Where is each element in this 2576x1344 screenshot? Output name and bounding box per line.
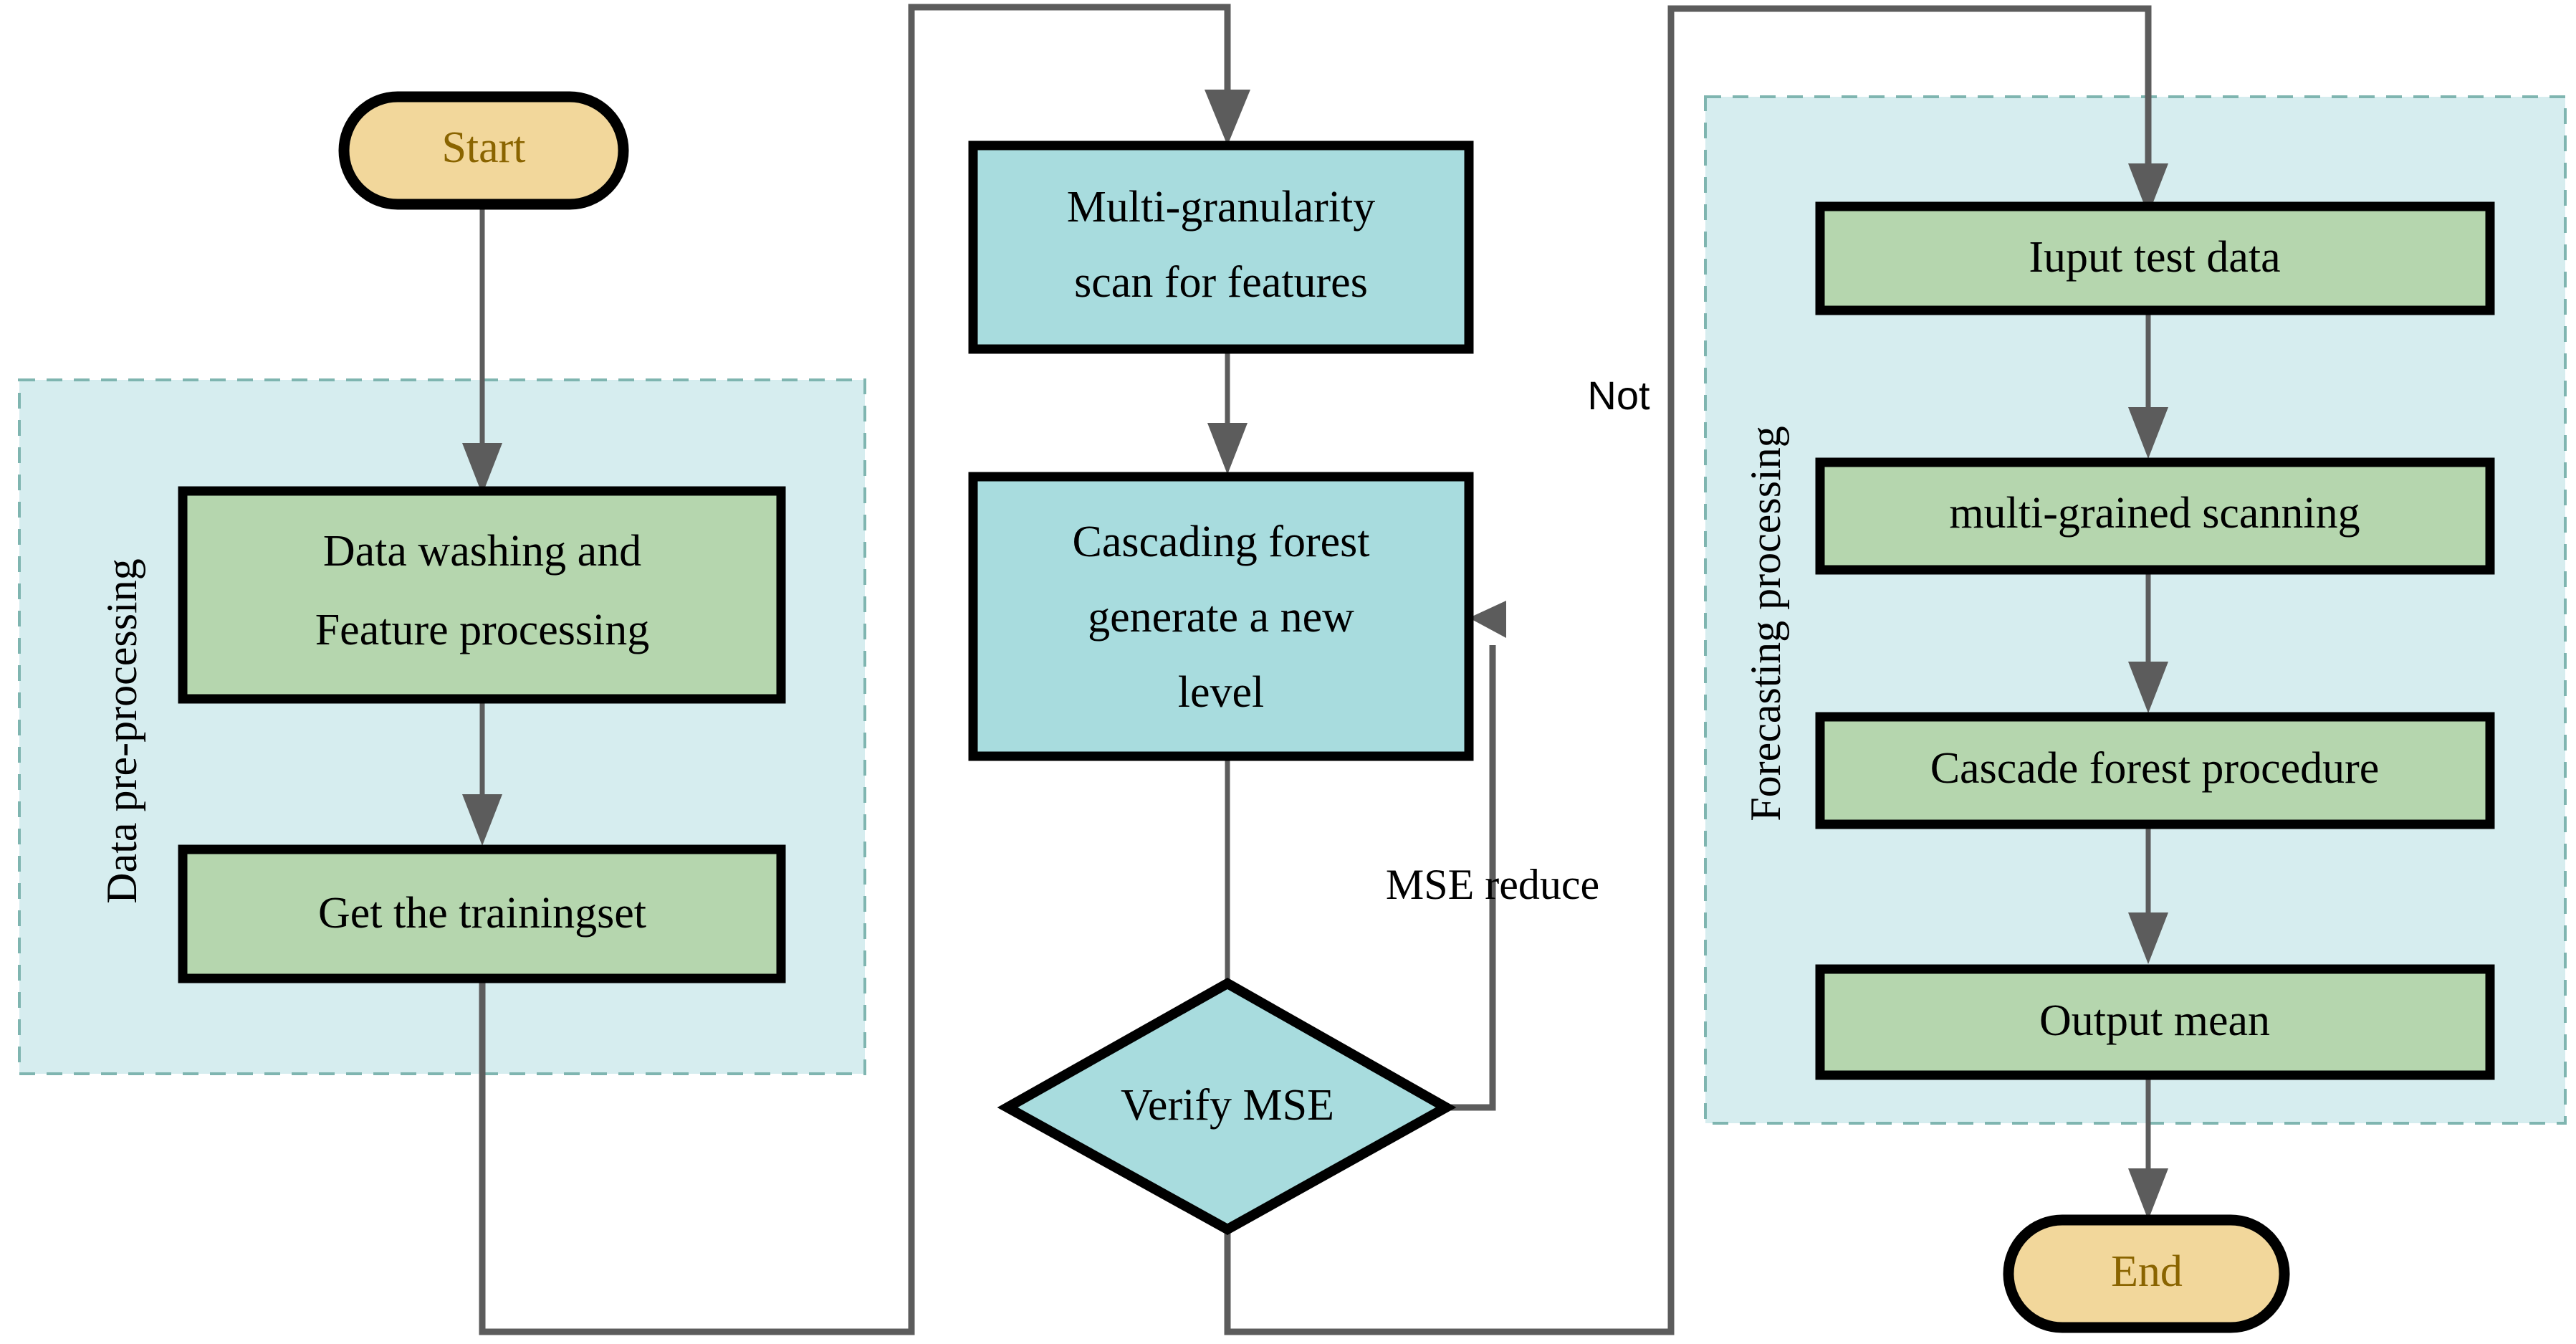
node-start-label: Start [441,123,525,172]
node-output-mean-label: Output mean [2039,996,2270,1045]
node-data-washing-label-line2: Feature processing [315,606,650,654]
edge-label-mse-reduce: MSE reduce [1386,861,1599,908]
node-verify-mse-shape[interactable] [997,977,1457,1236]
node-cascading-forest-shape[interactable] [968,472,1474,761]
edge-start-to-data-washing [462,204,502,495]
node-cascade-forest-procedure-shape[interactable] [1815,712,2495,829]
group-data-pre-processing-label: Data pre-processing [98,558,145,903]
node-end-label: End [2111,1247,2183,1296]
node-data-washing[interactable]: Data washing and Feature processing [178,486,786,704]
edge-verify-mse-reduce-loop [1447,601,1506,1111]
node-multi-granularity[interactable]: Multi-granularity scan for features [968,140,1474,354]
node-verify-mse[interactable]: Verify MSE [997,977,1457,1236]
node-get-trainingset-shape[interactable] [178,844,786,983]
group-forecasting-processing-label: Forecasting processing [1742,426,1789,821]
edge-multi-grained-to-cascade-procedure [2128,570,2168,713]
edge-output-mean-to-end [2128,1075,2168,1220]
edge-label-not: Not [1587,373,1650,418]
node-multi-grained-scanning-shape[interactable] [1815,457,2495,575]
node-cascading-forest[interactable]: Cascading forest generate a new level [968,472,1474,761]
edge-verify-mse-not-to-forecasting [1224,5,2168,1335]
edge-trainingset-to-multi-granularity [479,4,1250,1335]
node-output-mean[interactable]: Output mean [1815,964,2495,1080]
node-get-trainingset[interactable]: Get the trainingset [178,844,786,983]
node-cascading-forest-label-line2: generate a new [1088,593,1354,642]
edge-data-washing-to-get-trainingset [462,699,502,846]
node-data-washing-shape[interactable] [178,486,786,704]
node-start[interactable]: Start [338,91,629,210]
node-multi-grained-scanning-label: multi-grained scanning [1949,489,2360,538]
node-input-test-data-label: Iuput test data [2029,233,2280,282]
node-end[interactable]: End [2003,1214,2290,1333]
node-cascade-forest-procedure-label: Cascade forest procedure [1930,744,2380,793]
node-multi-granularity-label-line1: Multi-granularity [1067,183,1375,232]
node-multi-granularity-label-line2: scan for features [1074,258,1368,307]
node-verify-mse-label: Verify MSE [1121,1081,1334,1130]
node-input-test-data-shape[interactable] [1815,201,2495,315]
node-input-test-data[interactable]: Iuput test data [1815,201,2495,315]
node-data-washing-label-line1: Data washing and [323,527,641,576]
node-end-shape[interactable] [2003,1214,2290,1333]
node-output-mean-shape[interactable] [1815,964,2495,1080]
node-get-trainingset-label: Get the trainingset [318,889,646,938]
node-cascading-forest-label-line1: Cascading forest [1073,518,1370,566]
node-cascade-forest-procedure[interactable]: Cascade forest procedure [1815,712,2495,829]
node-multi-granularity-shape[interactable] [968,140,1474,354]
edge-input-to-multi-grained [2128,308,2168,459]
edge-cascade-procedure-to-output-mean [2128,824,2168,964]
edge-multi-granularity-to-cascading-forest [1207,349,1248,475]
node-start-shape[interactable] [338,91,629,210]
node-cascading-forest-label-line3: level [1178,668,1265,717]
node-multi-grained-scanning[interactable]: multi-grained scanning [1815,457,2495,575]
